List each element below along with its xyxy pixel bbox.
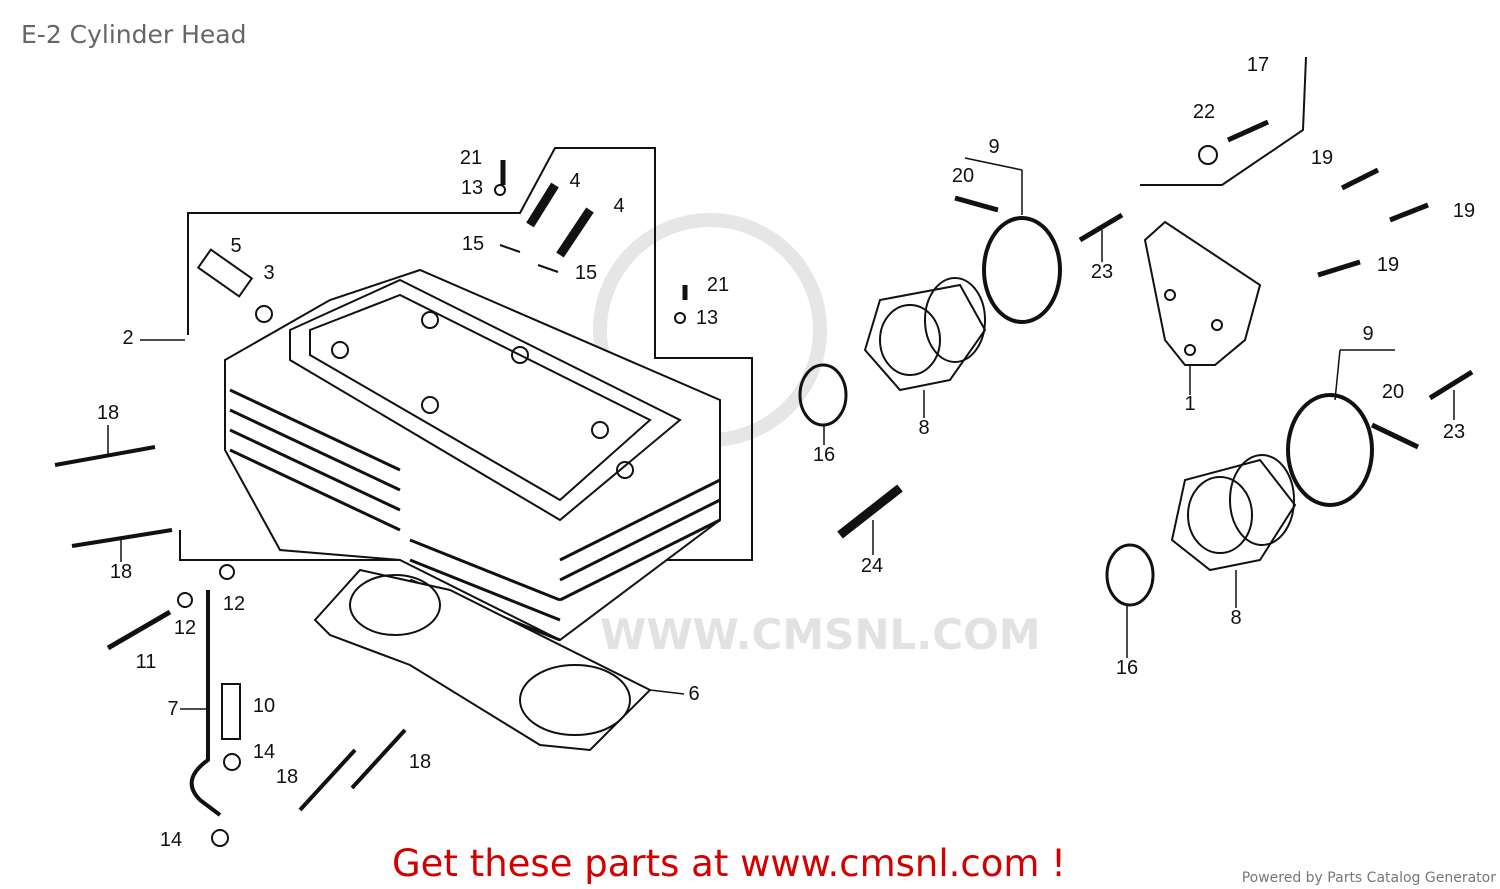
group-outline-intake <box>1140 56 1307 186</box>
valve-4a <box>526 182 559 228</box>
bolt-10 <box>221 683 241 740</box>
clamp-9b <box>1286 393 1374 507</box>
callout-part-20[interactable]: 20 <box>1381 381 1405 403</box>
callout-part-18[interactable]: 18 <box>96 402 120 424</box>
clamp-9a <box>982 216 1062 324</box>
callout-part-19[interactable]: 19 <box>1452 200 1476 222</box>
callout-part-10[interactable]: 10 <box>252 695 276 717</box>
callout-part-18[interactable]: 18 <box>275 766 299 788</box>
callout-part-21[interactable]: 21 <box>706 274 730 296</box>
callout-part-15[interactable]: 15 <box>574 262 598 284</box>
callout-part-15[interactable]: 15 <box>461 233 485 255</box>
cta-link[interactable]: Get these parts at www.cmsnl.com ! <box>392 842 1067 885</box>
callout-part-13[interactable]: 13 <box>695 307 719 329</box>
callout-part-8[interactable]: 8 <box>918 417 930 439</box>
callout-part-19[interactable]: 19 <box>1310 147 1334 169</box>
valve-guide <box>196 248 254 298</box>
callout-part-18[interactable]: 18 <box>109 561 133 583</box>
callout-part-17[interactable]: 17 <box>1246 54 1270 76</box>
callout-part-24[interactable]: 24 <box>860 555 884 577</box>
watermark: WWW.CMSNL.COM <box>600 610 1041 659</box>
callout-part-5[interactable]: 5 <box>230 235 242 257</box>
callout-part-16[interactable]: 16 <box>812 444 836 466</box>
callout-part-23[interactable]: 23 <box>1090 261 1114 283</box>
callout-part-22[interactable]: 22 <box>1192 101 1216 123</box>
callout-part-4[interactable]: 4 <box>613 195 625 217</box>
intake-insulator-a <box>863 277 987 392</box>
callout-part-21[interactable]: 21 <box>459 147 483 169</box>
callout-part-18[interactable]: 18 <box>408 751 432 773</box>
powered-by: Powered by Parts Catalog Generator <box>1241 870 1496 886</box>
intake-insulator-b <box>1170 454 1297 572</box>
o-ring-16a <box>798 363 848 427</box>
callout-part-8[interactable]: 8 <box>1230 607 1242 629</box>
head-gasket <box>313 568 652 752</box>
o-ring-16b <box>1105 543 1155 607</box>
spark-plug <box>837 484 903 539</box>
callout-part-9[interactable]: 9 <box>988 136 1000 158</box>
clip-3 <box>255 305 273 323</box>
callout-part-7[interactable]: 7 <box>167 698 179 720</box>
callout-part-14[interactable]: 14 <box>159 829 183 851</box>
callout-part-1[interactable]: 1 <box>1184 393 1196 415</box>
callout-part-20[interactable]: 20 <box>951 165 975 187</box>
callout-part-19[interactable]: 19 <box>1376 254 1400 276</box>
callout-part-3[interactable]: 3 <box>263 262 275 284</box>
washer-14 <box>211 829 229 847</box>
callout-part-9[interactable]: 9 <box>1362 323 1374 345</box>
cylinder-head-body <box>224 268 721 642</box>
callout-part-4[interactable]: 4 <box>569 170 581 192</box>
oil-pipe-7 <box>189 590 222 817</box>
studs <box>54 445 407 812</box>
callout-part-13[interactable]: 13 <box>460 177 484 199</box>
callout-part-12[interactable]: 12 <box>222 593 246 615</box>
callout-part-6[interactable]: 6 <box>688 683 700 705</box>
callout-part-14[interactable]: 14 <box>252 741 276 763</box>
callout-part-23[interactable]: 23 <box>1442 421 1466 443</box>
callout-part-16[interactable]: 16 <box>1115 657 1139 679</box>
callout-part-11[interactable]: 11 <box>135 651 157 673</box>
bracket-1 <box>1143 220 1262 366</box>
page-title: E-2 Cylinder Head <box>21 20 247 49</box>
callout-part-2[interactable]: 2 <box>122 327 134 349</box>
bolt-11 <box>106 609 172 651</box>
callout-part-12[interactable]: 12 <box>173 617 197 639</box>
valve-4b <box>556 207 594 258</box>
leader-lines <box>107 157 1455 710</box>
